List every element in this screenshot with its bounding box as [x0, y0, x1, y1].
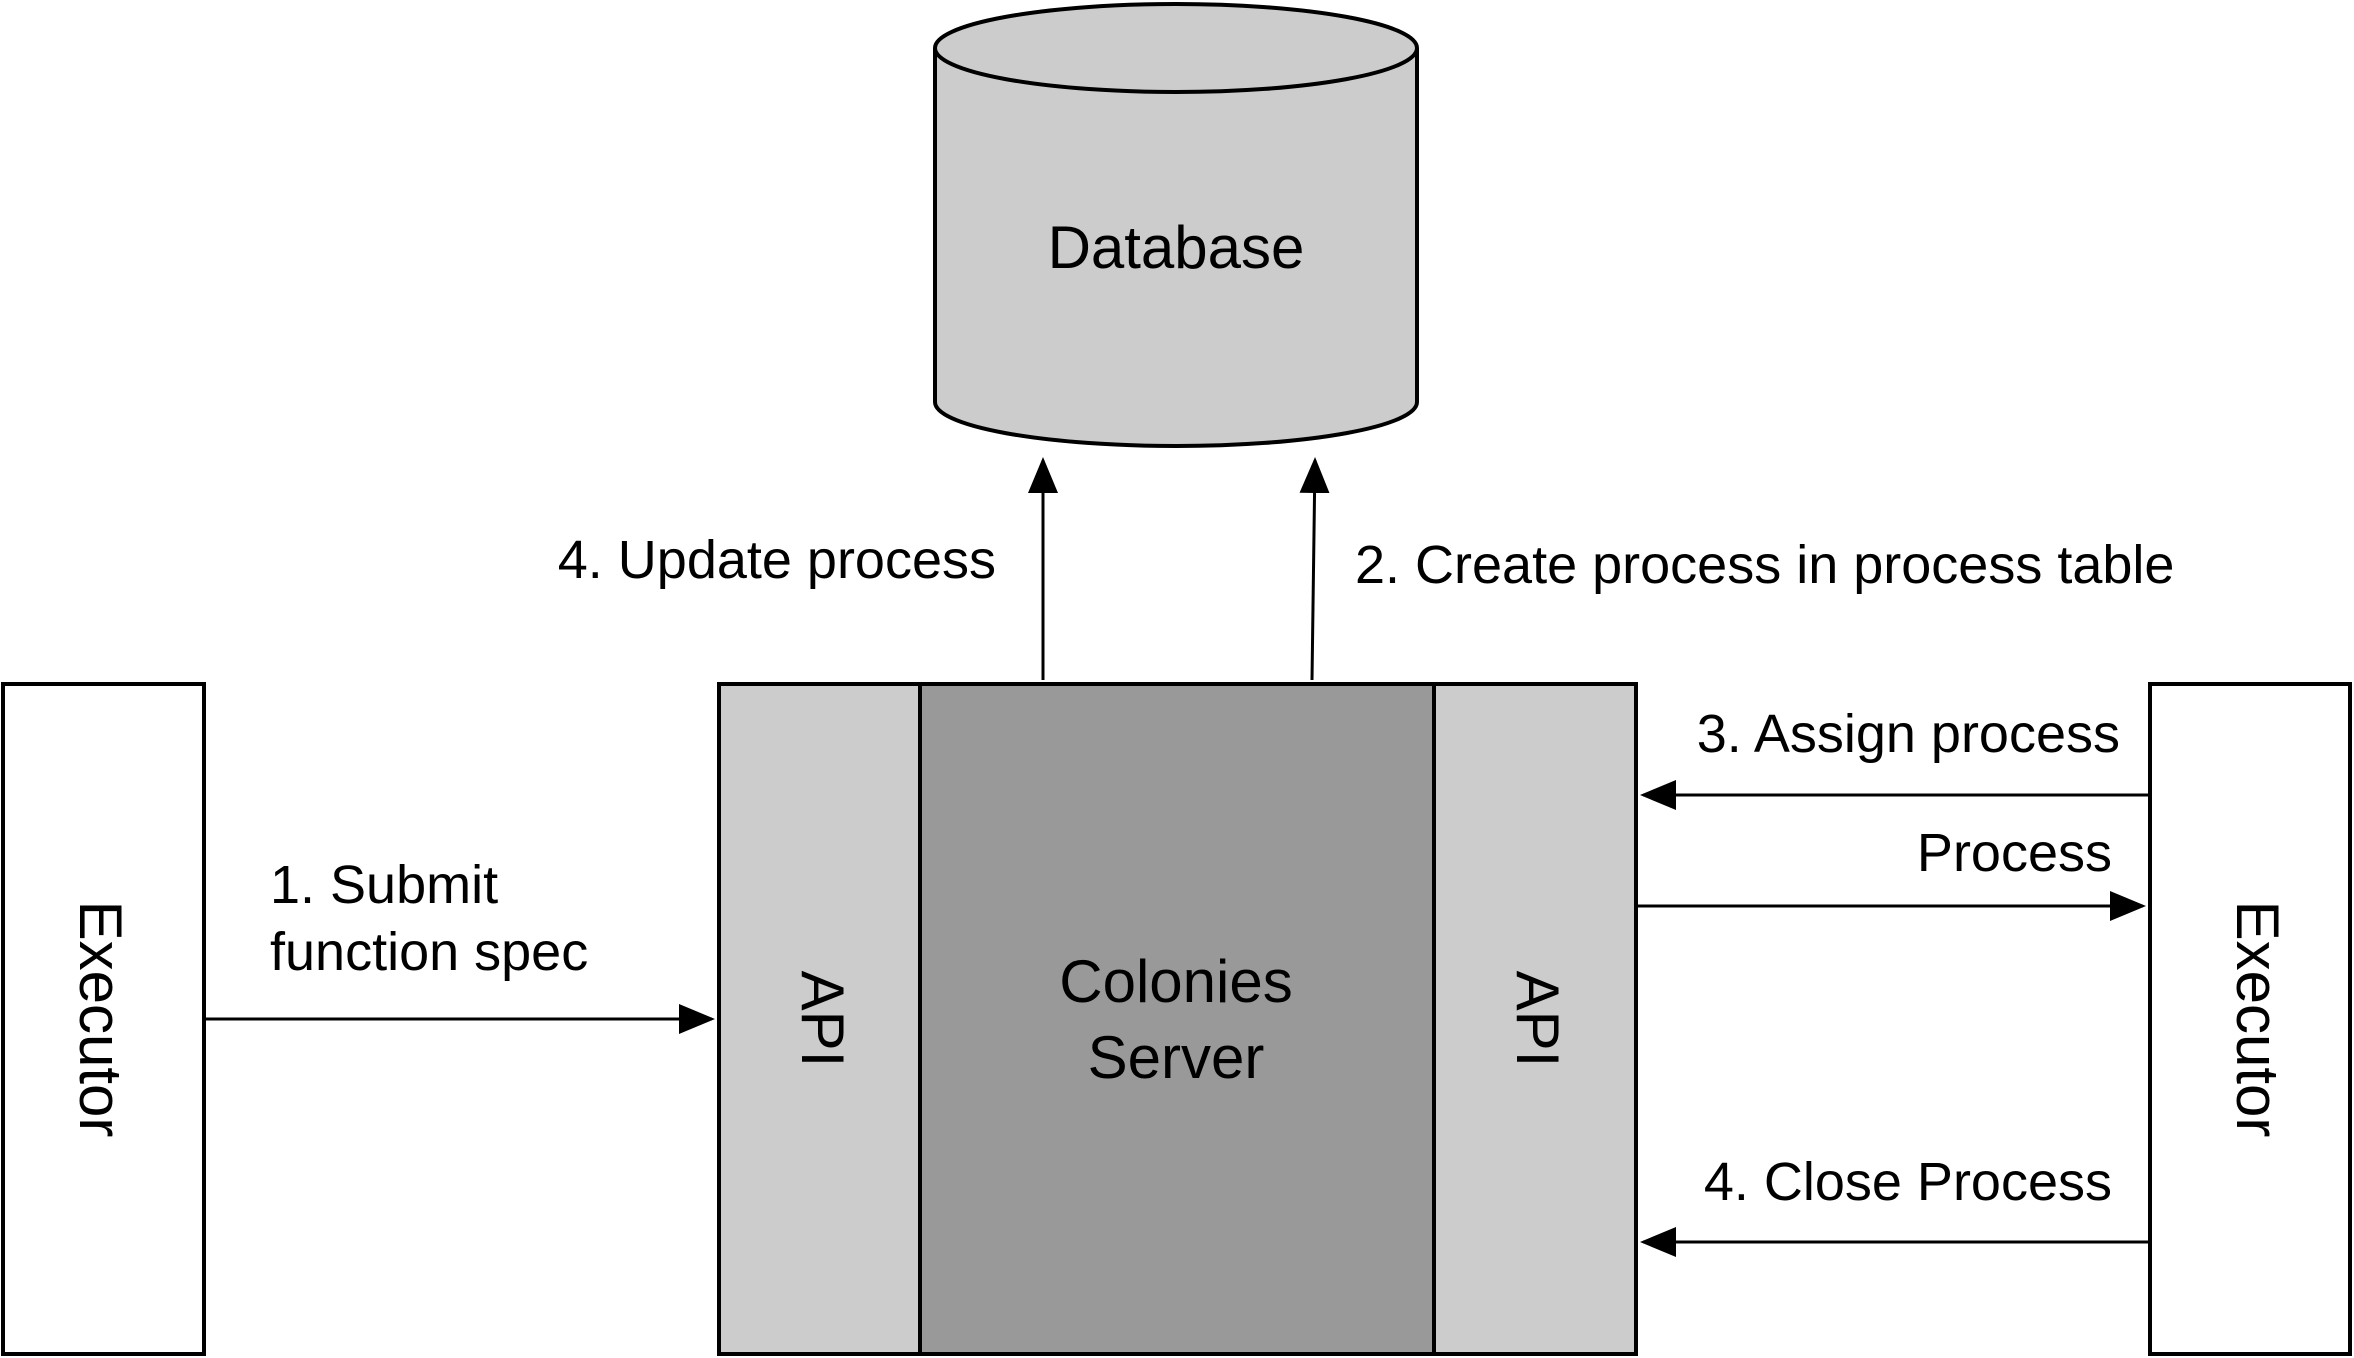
api-right-panel [1432, 682, 1638, 1356]
database-label: Database [1048, 214, 1305, 281]
server-label-line2: Server [1088, 1024, 1265, 1091]
executor-right-node: Executor [2148, 682, 2352, 1356]
update-process-label: 4. Update process [558, 530, 996, 590]
api-left-panel [717, 682, 922, 1356]
api-right-label: API [1504, 971, 1571, 1068]
assign-process-label: 3. Assign process [1697, 704, 2120, 764]
create-process-arrow [1299, 457, 1330, 681]
executor-right-label: Executor [2224, 901, 2291, 1138]
executor-right-box [2148, 682, 2352, 1356]
server-core-panel [918, 682, 1436, 1356]
server-label-line1: Colonies [1059, 948, 1292, 1015]
submit-label-line2: function spec [270, 922, 588, 982]
colonies-server-node: API API Colonies Server [717, 682, 1638, 1356]
create-process-label: 2. Create process in process table [1355, 535, 2174, 595]
process-label: Process [1917, 823, 2112, 883]
database-body [933, 48, 1419, 448]
executor-left-box [1, 682, 206, 1356]
api-left-label: API [789, 971, 856, 1068]
executor-left-node: Executor [1, 682, 206, 1356]
executor-left-label: Executor [67, 901, 134, 1138]
database-node: Database [933, 2, 1419, 448]
database-top [933, 2, 1419, 94]
submit-label-line1: 1. Submit [270, 855, 498, 915]
close-process-label: 4. Close Process [1704, 1152, 2112, 1212]
